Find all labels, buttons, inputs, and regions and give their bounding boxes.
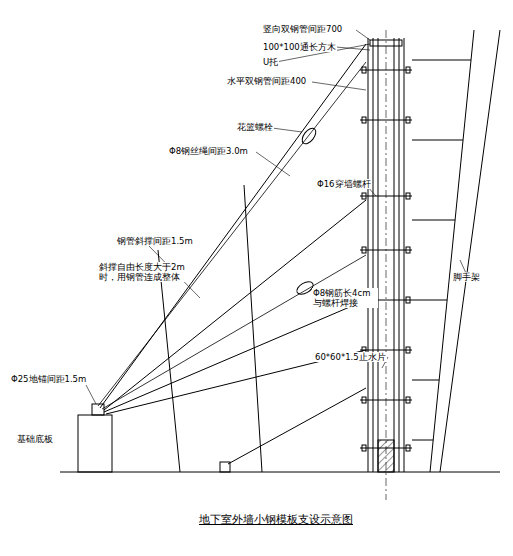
annotation: 斜撑自由长度大于2m 时，用钢管连成整体 bbox=[98, 262, 192, 282]
scaffold-tie bbox=[412, 220, 455, 221]
wall-bolt bbox=[360, 250, 412, 251]
steel-tube bbox=[368, 38, 369, 472]
bolt-washer bbox=[362, 117, 366, 123]
scaffold-tie bbox=[412, 440, 433, 441]
annotation: 60*60*1.5止水片 bbox=[314, 352, 387, 362]
bolt-washer bbox=[362, 445, 366, 451]
annotation: 脚手架 bbox=[452, 272, 481, 282]
bolt-washer bbox=[406, 117, 410, 123]
turnbuckle bbox=[300, 126, 319, 146]
scaffold-tie bbox=[412, 300, 447, 301]
bolt-washer bbox=[406, 67, 410, 73]
ground-line bbox=[60, 472, 500, 473]
bolt-washer bbox=[362, 193, 366, 199]
scaffold-ties bbox=[412, 60, 471, 440]
bolt-washer bbox=[406, 297, 410, 303]
annotation: 花篮螺栓 bbox=[236, 122, 274, 132]
wall-bolt bbox=[360, 400, 412, 401]
bolt-washer bbox=[406, 445, 410, 451]
bolt-washer bbox=[406, 193, 410, 199]
foundation-slab bbox=[78, 415, 112, 472]
annotation: Φ25地锚间距1.5m bbox=[10, 374, 87, 384]
wall-bolt bbox=[360, 196, 412, 197]
scaffold bbox=[440, 30, 500, 472]
annotation: Φ16穿墙螺杆 bbox=[316, 179, 372, 189]
hatch bbox=[378, 440, 394, 472]
center-line bbox=[386, 30, 387, 500]
scaffold bbox=[430, 30, 474, 472]
bolt-washer bbox=[362, 67, 366, 73]
caption: 地下室外墙小钢模板支设示意图 bbox=[199, 512, 353, 527]
bolt-washer bbox=[406, 347, 410, 353]
formwork bbox=[373, 38, 374, 472]
bolt-washer bbox=[362, 247, 366, 253]
annotation: 钢管斜撑间距1.5m bbox=[116, 236, 194, 246]
wall-bolts bbox=[360, 67, 412, 451]
annotation: 水平双钢管间距400 bbox=[226, 76, 307, 86]
annotation: 竖向双钢管间距700 bbox=[262, 24, 343, 34]
formwork bbox=[399, 38, 400, 472]
tie-pole bbox=[158, 250, 180, 472]
wall-bolt bbox=[360, 448, 412, 449]
scaffold-tie bbox=[412, 380, 439, 381]
annotation: 100*100通长方木 bbox=[262, 42, 337, 52]
steel-brace bbox=[228, 388, 366, 464]
annotation: Φ8钢筋长4cm 与螺杆焊接 bbox=[312, 288, 378, 308]
bolt-washer bbox=[362, 397, 366, 403]
formwork bbox=[378, 38, 379, 472]
wall-bolt bbox=[360, 350, 412, 351]
scaffold-tie bbox=[412, 60, 471, 61]
scaffold-tie bbox=[412, 140, 463, 141]
annotation: Φ8钢丝绳间距3.0m bbox=[168, 146, 249, 156]
annotation: U托 bbox=[262, 57, 279, 67]
bolt-washer bbox=[406, 397, 410, 403]
wall-bolt bbox=[360, 120, 412, 121]
wall-bolt bbox=[360, 70, 412, 71]
annotation: 基础底板 bbox=[16, 434, 54, 444]
formwork bbox=[394, 38, 395, 472]
bolt-washer bbox=[406, 247, 410, 253]
u-support bbox=[370, 40, 402, 46]
steel-tube bbox=[404, 38, 405, 472]
tie-pole bbox=[244, 185, 262, 472]
